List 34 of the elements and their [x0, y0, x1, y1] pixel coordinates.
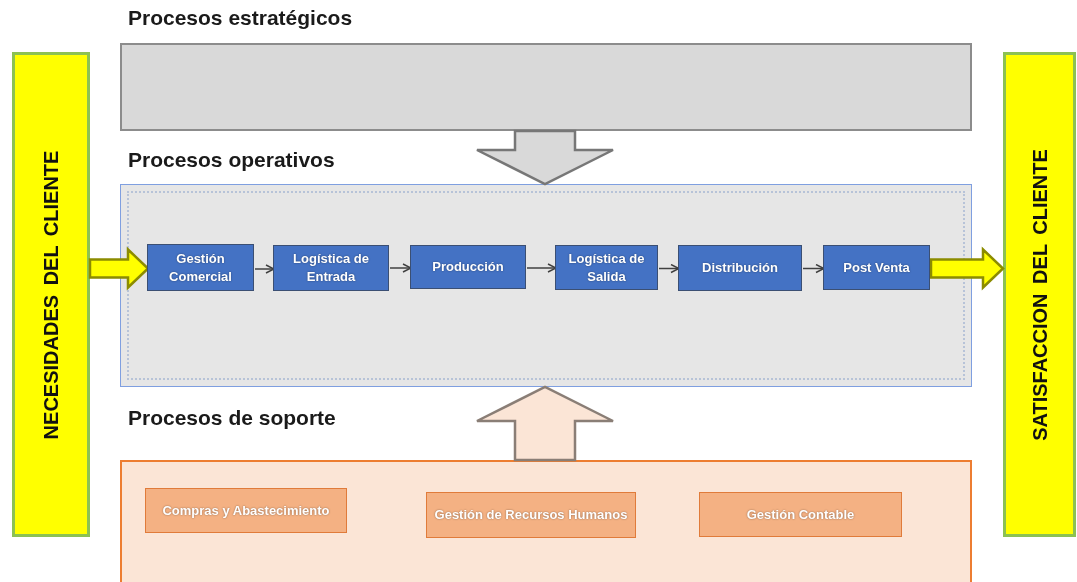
- process-label: Post Venta: [843, 258, 910, 277]
- block-arrow: [88, 246, 150, 291]
- process-box: [426, 492, 636, 538]
- process-label: Gestión Contable: [746, 505, 855, 524]
- block-arrow: [929, 246, 1005, 291]
- process-label: Distribución: [702, 259, 778, 277]
- process-label: Logística de Entrada: [292, 250, 370, 286]
- section-heading: Procesos operativos: [128, 148, 335, 172]
- process-box: [410, 245, 526, 289]
- process-label: Gestión Comercial: [168, 249, 233, 286]
- process-label: Compras y Abastecimiento: [162, 501, 330, 520]
- arrow: [389, 263, 412, 273]
- process-box: [145, 488, 347, 533]
- section-heading: Procesos estratégicos: [128, 6, 353, 30]
- arrow: [526, 263, 557, 273]
- process-box: [147, 244, 254, 291]
- process-box: [678, 245, 802, 291]
- arrow: [802, 263, 825, 274]
- block-arrow: [475, 385, 615, 462]
- process-box: [555, 245, 658, 290]
- side-bar: [1003, 52, 1076, 537]
- process-label: Producción: [432, 258, 504, 276]
- vertical-label: SATISFACCION DEL CLIENTE: [1028, 148, 1051, 441]
- process-label: Gestión de Recursos Humanos: [434, 506, 628, 524]
- process-label: Logística de Salida: [567, 249, 646, 286]
- side-bar: [12, 52, 90, 537]
- vertical-label: NECESIDADES DEL CLIENTE: [39, 150, 63, 439]
- arrow: [254, 264, 275, 274]
- section-heading: Procesos de soporte: [128, 406, 336, 430]
- process-box: [273, 245, 389, 291]
- process-box: [699, 492, 902, 537]
- block-arrow: [475, 129, 615, 186]
- process-box: [823, 245, 930, 290]
- arrow: [658, 263, 680, 274]
